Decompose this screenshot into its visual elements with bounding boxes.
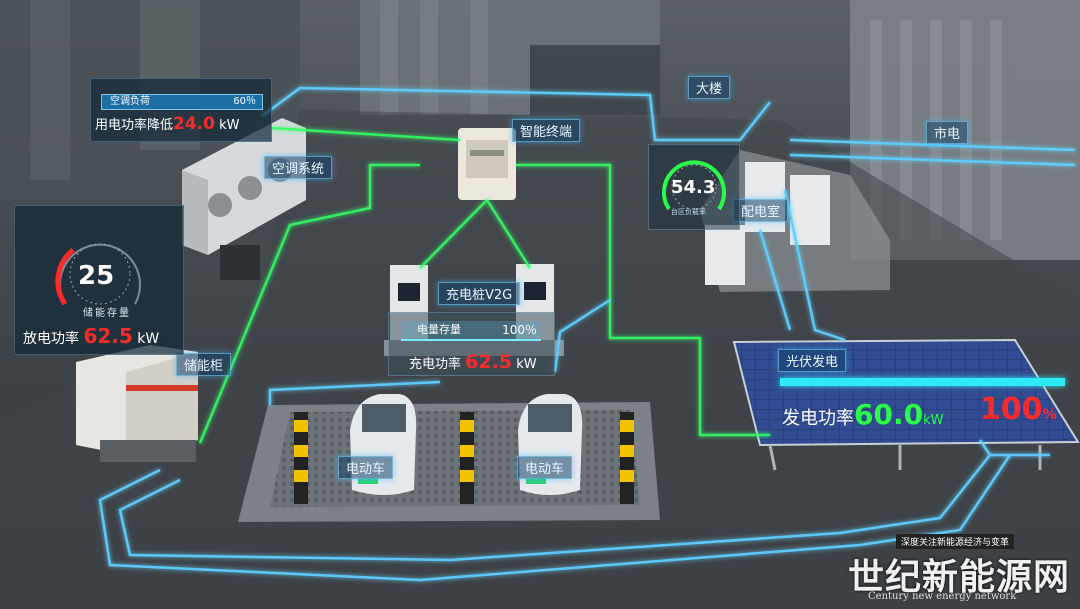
v2g-storage-percent: 100％ xyxy=(502,323,537,337)
storage-power-label: 放电功率 xyxy=(23,331,79,347)
parking-bollards xyxy=(294,412,634,504)
storage-power-value: 62.5 xyxy=(83,324,133,348)
substation-load-label: 台区负载率 xyxy=(671,208,706,216)
power-flow-lines xyxy=(98,86,1076,582)
pv-percent-readout: 100% xyxy=(980,392,1057,427)
pv-power-label: 发电功率 xyxy=(782,408,854,429)
label-ev-left: 电动车 xyxy=(338,456,394,479)
ac-reduce-value: 24.0 xyxy=(173,114,215,134)
storage-soc-value: 25 xyxy=(78,261,115,291)
control-lines xyxy=(198,126,770,444)
ac-reduce-label: 用电功率降低 xyxy=(95,118,174,133)
storage-gauge xyxy=(55,243,141,306)
pv-percent-value: 100 xyxy=(980,392,1043,427)
storage-power-unit: kW xyxy=(137,331,160,347)
v2g-power-label: 充电功率 xyxy=(409,357,462,372)
label-smart-terminal: 智能终端 xyxy=(512,119,581,142)
label-storage-cabinet: 储能柜 xyxy=(176,353,232,376)
label-ev-right: 电动车 xyxy=(517,456,573,479)
electric-car-right xyxy=(518,394,583,495)
pv-power-readout: 发电功率60.0kW xyxy=(782,398,943,431)
electric-car-left xyxy=(350,394,417,495)
ac-load-bar: 空调负荷 60％ xyxy=(101,94,263,110)
substation-gauge xyxy=(662,160,726,211)
pv-percent-symbol: % xyxy=(1042,407,1057,423)
watermark-title: 世纪新能源网 xyxy=(848,556,1071,598)
v2g-storage-bar: 电量存量 100％ xyxy=(401,321,541,341)
ac-reduce-unit: kW xyxy=(219,118,240,133)
label-ac-system: 空调系统 xyxy=(264,156,333,179)
v2g-power-readout: 充电功率 62.5 kW xyxy=(409,351,537,373)
v2g-power-value: 62.5 xyxy=(465,351,513,373)
substation-load-value: 54.3 xyxy=(671,177,716,198)
storage-status-panel: 25 储能存量 放电功率 62.5 kW xyxy=(14,205,184,355)
watermark-english: Century new energy network xyxy=(868,591,1017,602)
watermark-subtitle: 深度关注新能源经济与变革 xyxy=(896,534,1015,549)
label-distribution-room: 配电室 xyxy=(733,199,789,222)
storage-cabinet-unit xyxy=(76,345,198,462)
label-building: 大楼 xyxy=(688,76,731,99)
pv-power-value: 60.0 xyxy=(854,398,924,431)
label-v2g-pile: 充电桩V2G xyxy=(438,282,521,305)
pv-status-panel: 发电功率60.0kW 100% xyxy=(770,360,1075,438)
storage-soc-label: 储能存量 xyxy=(83,308,131,319)
label-pv: 光伏发电 xyxy=(778,349,847,372)
pv-output-bar xyxy=(780,378,1065,386)
v2g-storage-label: 电量存量 xyxy=(417,323,461,336)
ac-reduce-readout: 用电功率降低24.0 kW xyxy=(95,114,240,134)
pv-power-unit: kW xyxy=(923,413,944,428)
smart-terminal-device xyxy=(458,128,516,200)
ac-load-percent: 60％ xyxy=(233,96,256,107)
v2g-power-unit: kW xyxy=(516,357,537,372)
ac-load-label: 空调负荷 xyxy=(110,96,150,107)
v2g-status-panel: 电量存量 100％ 充电功率 62.5 kW xyxy=(388,312,555,376)
substation-load-panel: 54.3 台区负载率 xyxy=(648,144,740,230)
storage-power-readout: 放电功率 62.5 kW xyxy=(23,324,159,348)
ac-status-panel: 空调负荷 60％ 用电功率降低24.0 kW xyxy=(90,78,272,142)
label-grid: 市电 xyxy=(926,121,969,144)
